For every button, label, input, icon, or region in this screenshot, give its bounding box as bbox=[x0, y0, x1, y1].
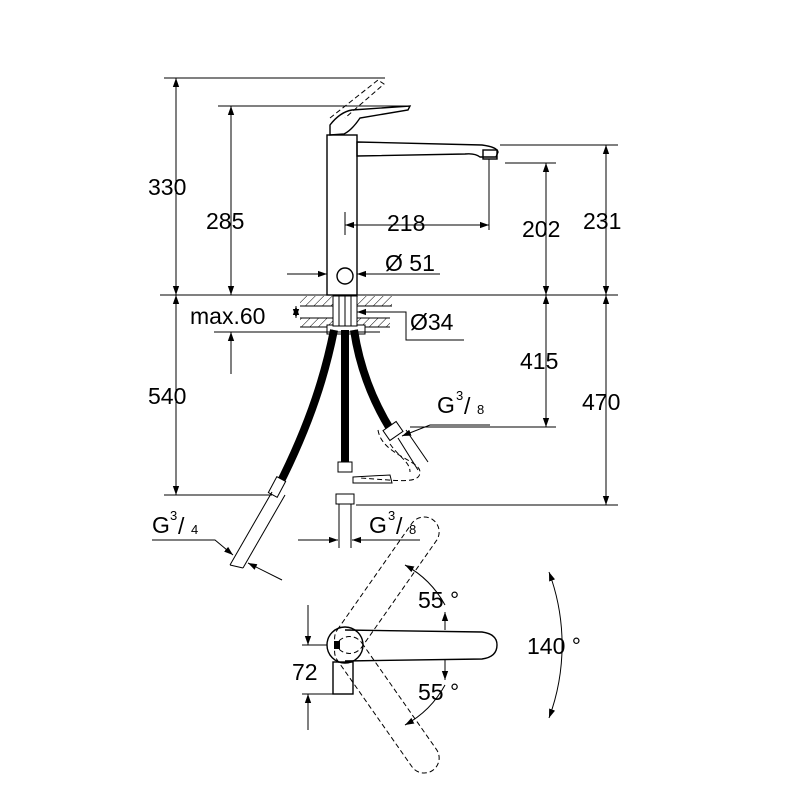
top-view: 72 55 ° 55 ° 140 ° bbox=[292, 516, 581, 774]
svg-text:3: 3 bbox=[388, 508, 395, 523]
dimension-lines bbox=[152, 77, 618, 581]
dim-g34-leader bbox=[152, 539, 234, 556]
label-470: 470 bbox=[582, 389, 620, 415]
pullout-hose-left bbox=[229, 491, 273, 566]
lever-top-main bbox=[344, 629, 498, 662]
svg-text:8: 8 bbox=[409, 522, 416, 537]
label-540: 540 bbox=[148, 383, 186, 409]
lever-rotated-down bbox=[334, 636, 440, 774]
svg-text:4: 4 bbox=[191, 522, 198, 537]
spout bbox=[356, 141, 499, 158]
cold-nut bbox=[335, 493, 355, 505]
label-218: 218 bbox=[387, 210, 425, 236]
label-330: 330 bbox=[148, 174, 186, 200]
label-d51: Ø 51 bbox=[385, 250, 435, 276]
lever-rotated-up bbox=[334, 516, 440, 654]
label-max60: max.60 bbox=[190, 303, 265, 329]
svg-text:G: G bbox=[437, 392, 455, 418]
svg-text:G: G bbox=[152, 512, 170, 538]
label-202: 202 bbox=[522, 216, 560, 242]
faucet-column bbox=[326, 134, 358, 296]
base-ring bbox=[336, 267, 354, 285]
angle-55-top-arc bbox=[404, 564, 446, 606]
dim-g38-right-leader bbox=[401, 424, 490, 437]
hose-loop-dashed bbox=[359, 429, 421, 482]
pullout-connector bbox=[267, 476, 287, 498]
lever-open-position bbox=[329, 79, 385, 119]
svg-text:3: 3 bbox=[170, 508, 177, 523]
thread-label-right: G 3 / 8 bbox=[437, 388, 484, 419]
label-angle-bottom: 55 ° bbox=[418, 679, 459, 705]
lever-handle bbox=[329, 105, 412, 136]
thread-label-bottom: G 3 / 8 bbox=[369, 508, 416, 539]
label-angle-range: 140 ° bbox=[527, 633, 581, 659]
hot-connector bbox=[382, 420, 404, 442]
dimension-labels: 330 285 218 202 231 Ø 51 max.60 Ø34 540 … bbox=[148, 174, 621, 539]
spout-nozzle bbox=[482, 149, 498, 160]
cold-connector bbox=[337, 461, 353, 473]
label-d34: Ø34 bbox=[410, 309, 454, 335]
label-285: 285 bbox=[206, 208, 244, 234]
dim-d34-leader bbox=[368, 311, 464, 341]
thread-label-left: G 3 / 4 bbox=[152, 508, 198, 539]
svg-text:3: 3 bbox=[456, 388, 463, 403]
svg-text:/: / bbox=[464, 393, 471, 419]
svg-text:/: / bbox=[178, 513, 185, 539]
label-415: 415 bbox=[520, 348, 558, 374]
label-231: 231 bbox=[583, 208, 621, 234]
angle-140-arc bbox=[548, 571, 563, 719]
label-angle-top: 55 ° bbox=[418, 587, 459, 613]
label-72: 72 bbox=[292, 659, 318, 685]
top-view-base bbox=[332, 661, 354, 695]
svg-text:8: 8 bbox=[477, 402, 484, 417]
svg-text:G: G bbox=[369, 512, 387, 538]
angle-55-bottom-arc bbox=[404, 684, 446, 726]
lever-hub bbox=[326, 626, 364, 664]
svg-text:/: / bbox=[396, 513, 403, 539]
